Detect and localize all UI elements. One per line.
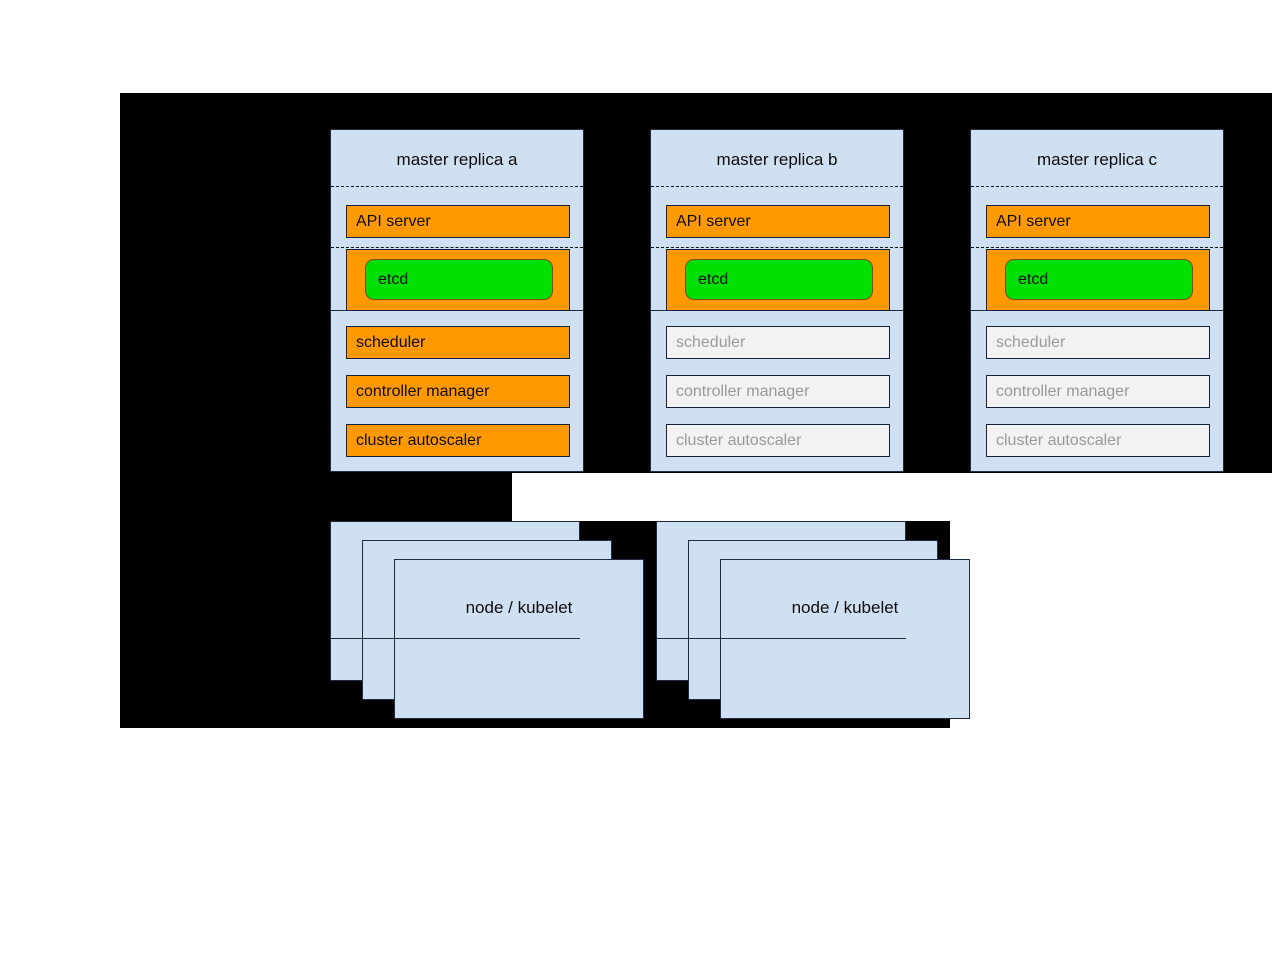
replica-b-api-server[interactable]: API server xyxy=(666,205,890,238)
replica-c-etcd[interactable]: etcd xyxy=(1005,259,1193,300)
replica-a-api-server[interactable]: API server xyxy=(346,205,570,238)
replica-c-api-server[interactable]: API server xyxy=(986,205,1210,238)
replica-c-divider-1 xyxy=(971,186,1223,187)
master-replica-a[interactable]: master replica a API server etcd schedul… xyxy=(330,129,584,472)
replica-a-cluster-autoscaler[interactable]: cluster autoscaler xyxy=(346,424,570,457)
backdrop-cutout-right-lower xyxy=(950,521,1272,728)
backdrop-cutout-right-upper xyxy=(512,473,1272,521)
replica-b-divider-1 xyxy=(651,186,903,187)
replica-a-scheduler[interactable]: scheduler xyxy=(346,326,570,359)
backdrop-band-middle xyxy=(120,473,512,521)
replica-a-etcd[interactable]: etcd xyxy=(365,259,553,300)
replica-c-scheduler[interactable]: scheduler xyxy=(986,326,1210,359)
node-card-front-1[interactable]: node / kubelet xyxy=(394,559,644,719)
node-stack-1-label: node / kubelet xyxy=(465,598,573,617)
replica-b-divider-2 xyxy=(651,247,903,248)
replica-a-divider-2 xyxy=(331,247,583,248)
node-stack-1-divider xyxy=(330,638,580,639)
replica-c-controller-manager[interactable]: controller manager xyxy=(986,375,1210,408)
node-stack-2-divider xyxy=(656,638,906,639)
replica-c-divider-2 xyxy=(971,247,1223,248)
replica-a-controller-manager[interactable]: controller manager xyxy=(346,375,570,408)
node-card-front-2[interactable]: node / kubelet xyxy=(720,559,970,719)
replica-b-scheduler[interactable]: scheduler xyxy=(666,326,890,359)
node-stack-2-label: node / kubelet xyxy=(791,598,899,617)
replica-b-controller-manager[interactable]: controller manager xyxy=(666,375,890,408)
replica-b-title: master replica b xyxy=(716,150,838,169)
replica-a-etcd-container: etcd xyxy=(346,249,570,311)
replica-b-cluster-autoscaler[interactable]: cluster autoscaler xyxy=(666,424,890,457)
replica-b-etcd-container: etcd xyxy=(666,249,890,311)
node-stack-1[interactable]: node / kubelet xyxy=(330,521,644,719)
replica-c-etcd-container: etcd xyxy=(986,249,1210,311)
replica-a-divider-1 xyxy=(331,186,583,187)
replica-c-cluster-autoscaler[interactable]: cluster autoscaler xyxy=(986,424,1210,457)
replica-b-etcd[interactable]: etcd xyxy=(685,259,873,300)
replica-c-title: master replica c xyxy=(1037,150,1157,169)
node-stack-2[interactable]: node / kubelet xyxy=(656,521,970,719)
master-replica-b[interactable]: master replica b API server etcd schedul… xyxy=(650,129,904,472)
replica-a-title: master replica a xyxy=(396,150,518,169)
master-replica-c[interactable]: master replica c API server etcd schedul… xyxy=(970,129,1224,472)
